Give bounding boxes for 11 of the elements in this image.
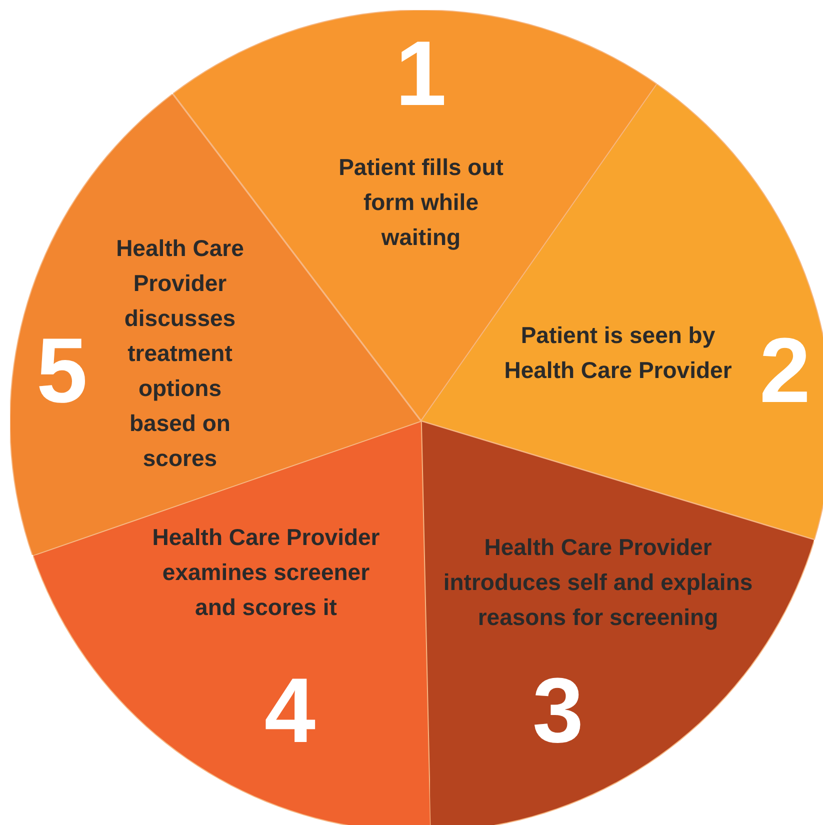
- step-number: 4: [264, 665, 316, 757]
- step-number: 2: [759, 324, 811, 417]
- step-description: Patient fills out form while waiting: [338, 152, 504, 252]
- step-description: Patient is seen by Health Care Provider: [503, 320, 733, 385]
- step-description: Health Care Provider introduces self and explains reasons for screening: [442, 533, 754, 632]
- pie-slice: [421, 421, 814, 825]
- step-number: 5: [36, 324, 88, 417]
- step-description: Health Care Provider discusses treatment options based on scores: [115, 234, 245, 473]
- step-description: Health Care Provider examines screener and scores it: [151, 523, 381, 622]
- step-number: 3: [532, 665, 584, 757]
- step-number: 1: [395, 28, 447, 120]
